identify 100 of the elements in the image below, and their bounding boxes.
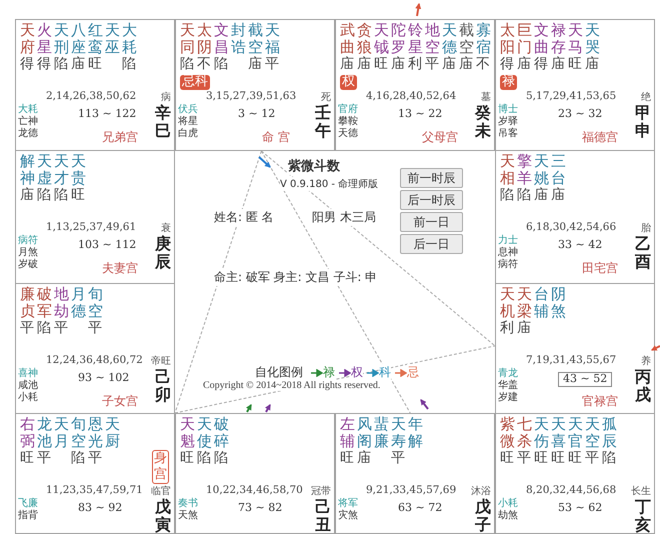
brightness-mark: 得: [37, 56, 51, 73]
star-name: 天钺: [374, 22, 389, 56]
decade-range: 113 ~ 122: [78, 108, 136, 121]
earthly-branch: 丑: [315, 516, 331, 534]
star-name: 破军: [37, 286, 52, 320]
decade-range: 73 ~ 82: [238, 502, 282, 515]
star-name: 天贵: [71, 153, 86, 187]
spirit-name: 攀鞍: [338, 116, 358, 128]
legend-text: 权: [351, 364, 363, 381]
star-name: 天喜: [551, 416, 566, 450]
spirit-name: 岁驿: [498, 116, 518, 128]
connector-line: [260, 150, 496, 346]
star-name: 天使: [197, 416, 212, 450]
decade-range: 103 ~ 112: [78, 239, 136, 252]
palace-cell: [495, 150, 655, 284]
brightness-mark: 平: [585, 450, 599, 467]
palace-cell: [335, 413, 495, 534]
brightness-mark: 陷: [500, 187, 514, 204]
star-name: 禄存: [551, 22, 566, 56]
brightness-mark: 陷: [602, 450, 616, 467]
star-name: 左辅: [340, 416, 355, 450]
brightness-mark: 陷: [517, 187, 531, 204]
star-name: 天马: [568, 22, 583, 56]
star-name: 武曲: [340, 22, 355, 56]
name-text: 姓名: 匿 名: [214, 209, 274, 226]
life-stage: 沐浴: [471, 486, 491, 498]
brightness-mark: 陷: [54, 56, 68, 73]
brightness-mark: 庙: [71, 56, 85, 73]
earthly-branch: 巳: [155, 122, 171, 140]
star-name: 孤辰: [602, 416, 617, 450]
brightness-mark: 旺: [340, 450, 354, 467]
palace-cell: [15, 19, 175, 151]
star-name: 旬空: [88, 286, 103, 320]
age-list: 12,24,36,48,60,72: [46, 354, 143, 366]
palace-name: 官禄宫: [582, 395, 618, 409]
life-stage: 绝: [641, 92, 651, 104]
palace-cell: [175, 413, 335, 534]
transform-badge: 忌科: [180, 75, 210, 90]
spirit-name: 病符: [498, 259, 518, 271]
palace-name: 田宅宫: [582, 262, 618, 276]
brightness-mark: 旺: [568, 450, 582, 467]
heavenly-stem: 庚: [155, 235, 171, 254]
palace-name: 夫妻宫: [102, 262, 138, 276]
brightness-mark: 平: [20, 320, 34, 337]
brightness-mark: 旺: [568, 56, 582, 73]
star-name: 红鸾: [88, 22, 103, 56]
spirit-name: 病符: [18, 235, 38, 247]
spirit-name: 天煞: [178, 510, 198, 522]
body-palace-badge: 身宫: [152, 450, 169, 484]
star-name: 天梁: [517, 286, 532, 320]
palace-cell: [335, 19, 495, 151]
star-name: 寡宿: [476, 22, 491, 56]
spirit-name: 伏兵: [178, 104, 198, 116]
brightness-mark: 利: [500, 320, 514, 337]
spirit-name: 小耗: [498, 498, 518, 510]
star-name: 天空: [585, 416, 600, 450]
brightness-mark: 旺: [88, 56, 102, 73]
legend-text: 科: [379, 364, 391, 381]
spirit-name: 亡神: [18, 116, 38, 128]
palace-name: 福德宫: [582, 131, 618, 145]
brightness-mark: 庙: [534, 187, 548, 204]
brightness-mark: 平: [88, 450, 102, 467]
spirit-name: 博士: [498, 104, 518, 116]
palace-cell: [15, 150, 175, 284]
brightness-mark: 庙: [517, 56, 531, 73]
star-name: 天厨: [105, 416, 120, 450]
life-stage: 病: [161, 92, 171, 104]
spirit-name: 息神: [498, 247, 518, 258]
star-name: 天才: [54, 153, 69, 187]
star-name: 龙池: [37, 416, 52, 450]
brightness-mark: 不: [476, 56, 490, 73]
brightness-mark: 庙: [459, 56, 473, 73]
heavenly-stem: 辛: [155, 104, 171, 122]
star-name: 铃星: [408, 22, 423, 56]
decade-range: 33 ~ 42: [558, 239, 602, 252]
star-name: 天福: [265, 22, 280, 56]
star-name: 天伤: [534, 416, 549, 450]
brightness-mark: 得: [534, 56, 548, 73]
star-name: 贪狼: [357, 22, 372, 56]
decade-range: 43 ~ 52: [558, 372, 612, 387]
nav-button: 后一日: [400, 234, 463, 254]
star-name: 八座: [71, 22, 86, 56]
brightness-mark: 陷: [37, 320, 51, 337]
brightness-mark: 庙: [248, 56, 262, 73]
copyright-text: Copyright © 2014~2018 All rights reserved.: [203, 380, 380, 391]
palace-cell: [15, 413, 175, 534]
star-name: 天巫: [105, 22, 120, 56]
brightness-mark: 旺: [374, 56, 388, 73]
age-list: 8,20,32,44,56,68: [526, 484, 616, 496]
legend-text: 禄: [323, 364, 335, 381]
star-name: 太阴: [197, 22, 212, 56]
star-name: 火星: [37, 22, 52, 56]
heavenly-stem: 癸: [475, 104, 491, 122]
palace-cell: [495, 19, 655, 151]
age-list: 5,17,29,41,53,65: [526, 90, 616, 102]
spirit-name: 龙德: [18, 128, 38, 140]
spirit-name: 将星: [178, 116, 198, 128]
star-name: 巨门: [517, 22, 532, 56]
heavenly-stem: 己: [155, 368, 171, 386]
age-list: 11,23,35,47,59,71: [46, 484, 143, 496]
